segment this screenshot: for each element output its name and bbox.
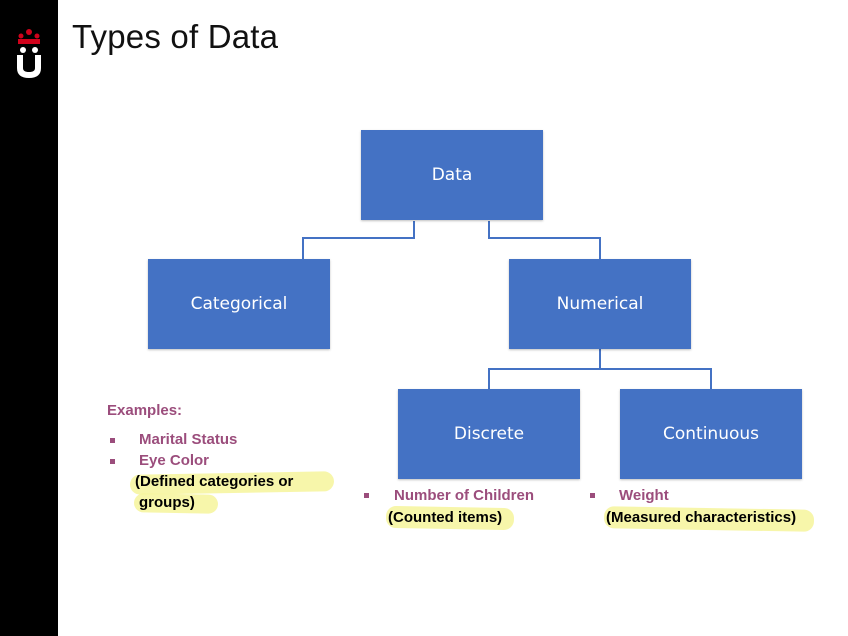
bullet-icon — [110, 459, 115, 464]
bullet-icon — [364, 493, 369, 498]
university-logo-icon — [17, 29, 41, 78]
examples-heading: Examples: — [107, 402, 183, 419]
connector-numerical-discrete — [488, 349, 601, 389]
slide-title: Types of Data — [72, 18, 279, 55]
node-discrete: Discrete — [398, 389, 580, 479]
discrete-note: (Counted items) — [388, 509, 503, 526]
bullet-icon — [590, 493, 595, 498]
node-numerical: Numerical — [509, 259, 691, 349]
node-continuous: Continuous — [620, 389, 802, 479]
connector-numerical-continuous — [600, 368, 712, 389]
example-number-of-children: Number of Children — [394, 487, 535, 504]
sidebar-bar — [0, 0, 58, 636]
example-marital-status: Marital Status — [139, 431, 238, 448]
bullet-icon — [110, 438, 115, 443]
example-eye-color: Eye Color — [139, 452, 210, 469]
categorical-note-line2: groups) — [139, 494, 195, 511]
connector-data-categorical — [302, 221, 415, 259]
node-data: Data — [361, 130, 543, 220]
connector-data-numerical — [488, 221, 601, 259]
example-weight: Weight — [619, 487, 669, 504]
categorical-note-line1: (Defined categories or — [135, 473, 294, 490]
node-categorical: Categorical — [148, 259, 330, 349]
continuous-note: (Measured characteristics) — [606, 509, 797, 526]
